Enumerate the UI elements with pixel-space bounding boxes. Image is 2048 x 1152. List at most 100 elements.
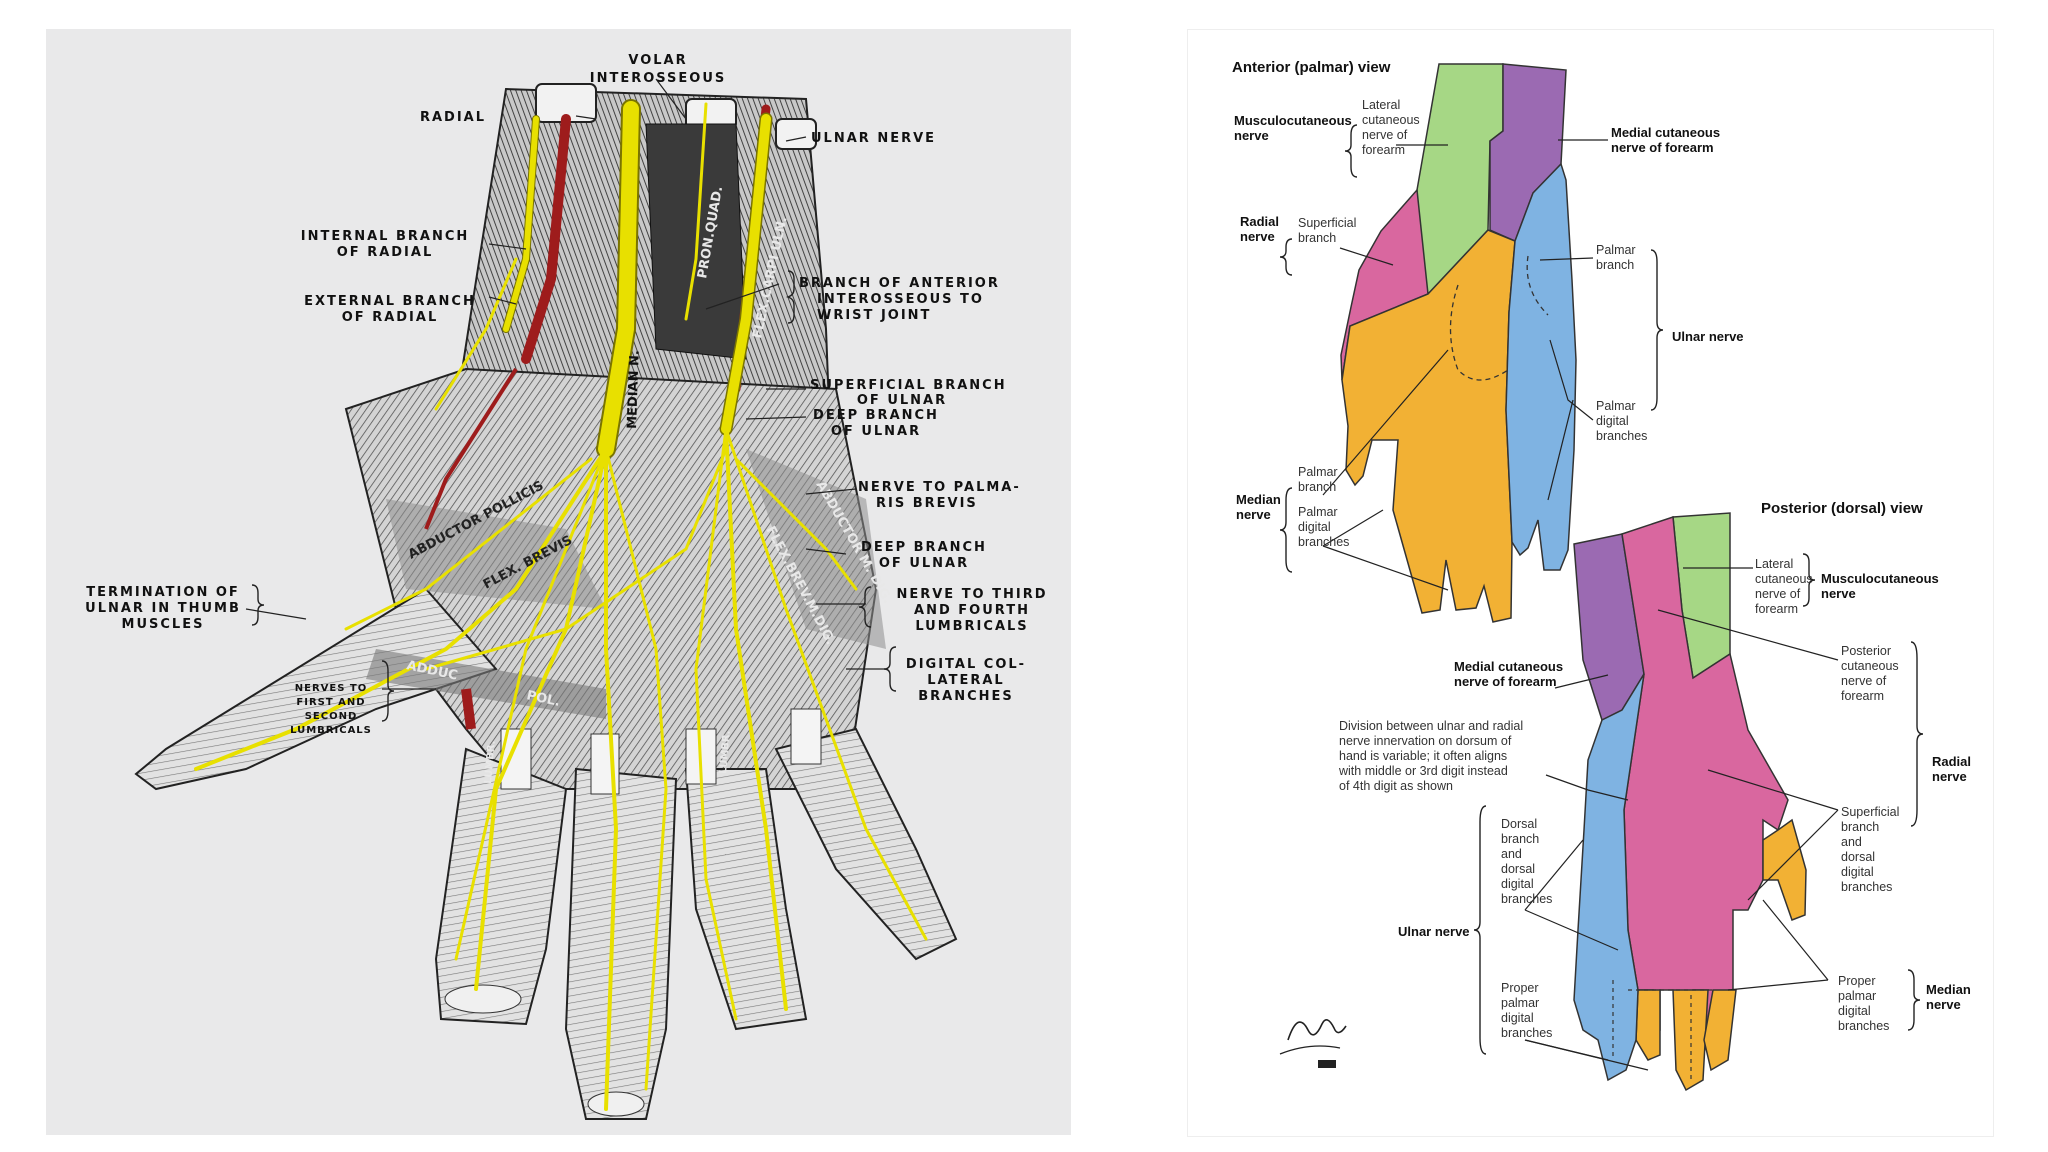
- ant-lateral-cut-1: Lateral: [1362, 98, 1400, 112]
- label-deep-ulnar-b-1: DEEP BRANCH: [861, 540, 987, 555]
- post-division-5: of 4th digit as shown: [1339, 779, 1453, 793]
- post-musculocutaneous-1: Musculocutaneous: [1821, 571, 1939, 586]
- ant-palmar-digital-u-2: digital: [1596, 414, 1629, 428]
- anterior-view-title: Anterior (palmar) view: [1232, 59, 1391, 76]
- posterior-median-thumb: [1762, 818, 1807, 921]
- ant-radial-2: nerve: [1240, 229, 1275, 244]
- post-division-3: hand is variable; it often aligns: [1339, 749, 1507, 763]
- right-leader-lines: [1322, 139, 1839, 1071]
- anterior-ulnar-region: [1505, 162, 1577, 571]
- post-posterior-cut-4: forearm: [1841, 689, 1884, 703]
- label-digital-2: LATERAL: [927, 673, 1004, 688]
- label-interosseous: INTEROSSEOUS: [590, 71, 727, 86]
- ant-palmar-digital-u-3: branches: [1596, 429, 1647, 443]
- label-external-branch-1: EXTERNAL BRANCH: [304, 294, 476, 309]
- posterior-ulnar-region: [1573, 673, 1645, 1082]
- post-posterior-cut-3: nerve of: [1841, 674, 1887, 688]
- label-radial: RADIAL: [420, 110, 486, 125]
- label-volar: VOLAR: [628, 53, 687, 68]
- post-proper-m-4: branches: [1838, 1019, 1889, 1033]
- post-ulnar-nerve: Ulnar nerve: [1398, 924, 1470, 939]
- middle-finger: [564, 767, 678, 1120]
- label-first-second-1: NERVES TO: [295, 683, 367, 694]
- post-dorsal-2: branch: [1501, 832, 1539, 846]
- post-musculocutaneous-2: nerve: [1821, 586, 1856, 601]
- label-first-second-2: FIRST AND: [296, 697, 365, 708]
- label-first-second-4: LUMBRICALS: [290, 725, 372, 736]
- post-superficial-1: Superficial: [1841, 805, 1899, 819]
- ant-palmar-branch-m-2: branch: [1298, 480, 1336, 494]
- engraving-svg: PRON.QUAD. MEDIAN N. FLEX.CARPI ULN. ABD…: [85, 53, 1046, 1120]
- label-digital-3: BRANCHES: [918, 689, 1014, 704]
- ant-superficial-2: branch: [1298, 231, 1336, 245]
- nerves: [194, 99, 928, 1111]
- ant-palmar-branch-u-1: Palmar: [1596, 243, 1636, 257]
- label-ulnar-nerve: ULNAR NERVE: [811, 131, 936, 146]
- palm-nerves-engraving: PRON.QUAD. MEDIAN N. FLEX.CARPI ULN. ABD…: [46, 29, 1071, 1135]
- post-superficial-3: and: [1841, 835, 1862, 849]
- label-deep-ulnar-a-1: DEEP BRANCH: [813, 408, 939, 423]
- label-first-second-3: SECOND: [305, 711, 358, 722]
- label-deep-ulnar-a-2: OF ULNAR: [831, 424, 921, 439]
- post-dorsal-3: and: [1501, 847, 1522, 861]
- right-braces: [1279, 124, 1924, 1055]
- label-termination-2: ULNAR IN THUMB: [85, 601, 241, 616]
- post-proper-m-2: palmar: [1838, 989, 1876, 1003]
- leader-lines: [245, 78, 888, 690]
- label-internal-branch-1: INTERNAL BRANCH: [301, 229, 470, 244]
- ant-palmar-branch-u-2: branch: [1596, 258, 1634, 272]
- post-posterior-cut-2: cutaneous: [1841, 659, 1899, 673]
- post-posterior-cut-1: Posterior: [1841, 644, 1891, 658]
- label-digital-1: DIGITAL COL-: [906, 657, 1026, 672]
- post-superficial-4: dorsal: [1841, 850, 1875, 864]
- post-proper-m-3: digital: [1838, 1004, 1871, 1018]
- ant-ulnar-nerve: Ulnar nerve: [1672, 329, 1744, 344]
- ant-palmar-digital-m-3: branches: [1298, 535, 1349, 549]
- post-proper-u-4: branches: [1501, 1026, 1552, 1040]
- ant-musculocutaneous-2: nerve: [1234, 128, 1269, 143]
- post-dorsal-4: dorsal: [1501, 862, 1535, 876]
- ant-medial-cut-1: Medial cutaneous: [1611, 125, 1720, 140]
- ring-finger: [684, 768, 808, 1031]
- post-medial-cut-1: Medial cutaneous: [1454, 659, 1563, 674]
- label-third-fourth-2: AND FOURTH: [914, 603, 1030, 618]
- label-third-fourth-3: LUMBRICALS: [915, 619, 1028, 634]
- label-pol: POL.: [525, 688, 561, 710]
- post-radial-2: nerve: [1932, 769, 1967, 784]
- artist-signature: [1279, 1019, 1347, 1068]
- label-termination-3: MUSCLES: [122, 617, 205, 632]
- label-branch-anterior-2: INTEROSSEOUS TO: [817, 292, 984, 307]
- label-termination-1: TERMINATION OF: [86, 585, 240, 600]
- label-median-n: MEDIAN N.: [625, 350, 643, 429]
- ant-lateral-cut-2: cutaneous: [1362, 113, 1420, 127]
- cutaneous-innervation-map: Anterior (palmar) view Musculocutaneous …: [1187, 29, 1994, 1137]
- post-proper-u-3: digital: [1501, 1011, 1534, 1025]
- post-proper-m-1: Proper: [1838, 974, 1876, 988]
- label-palmaris-1: NERVE TO PALMA-: [858, 480, 1021, 495]
- anterior-labels: Anterior (palmar) view Musculocutaneous …: [1232, 59, 1744, 549]
- post-median-2: nerve: [1926, 997, 1961, 1012]
- label-branch-anterior-3: WRIST JOINT: [817, 308, 931, 323]
- label-palmaris-2: RIS BREVIS: [876, 496, 978, 511]
- post-superficial-2: branch: [1841, 820, 1879, 834]
- posterior-hand: [1573, 512, 1807, 1092]
- ant-medial-cut-2: nerve of forearm: [1611, 140, 1714, 155]
- label-branch-anterior-1: BRANCH OF ANTERIOR: [799, 276, 1000, 291]
- posterior-view-title: Posterior (dorsal) view: [1761, 500, 1923, 517]
- innervation-svg: Anterior (palmar) view Musculocutaneous …: [1232, 59, 1971, 1092]
- post-proper-u-2: palmar: [1501, 996, 1539, 1010]
- post-superficial-5: digital: [1841, 865, 1874, 879]
- post-dorsal-6: branches: [1501, 892, 1552, 906]
- post-lateral-cut-4: forearm: [1755, 602, 1798, 616]
- post-lateral-cut-2: cutaneous: [1755, 572, 1813, 586]
- ant-musculocutaneous-1: Musculocutaneous: [1234, 113, 1352, 128]
- label-internal-branch-2: OF RADIAL: [337, 245, 434, 260]
- post-radial-1: Radial: [1932, 754, 1971, 769]
- post-proper-u-1: Proper: [1501, 981, 1539, 995]
- ant-palmar-digital-m-1: Palmar: [1298, 505, 1338, 519]
- ant-radial-1: Radial: [1240, 214, 1279, 229]
- ant-palmar-digital-m-2: digital: [1298, 520, 1331, 534]
- label-external-branch-2: OF RADIAL: [342, 310, 439, 325]
- label-lumbr-1: LUMBR.: [483, 740, 498, 784]
- ant-palmar-digital-u-1: Palmar: [1596, 399, 1636, 413]
